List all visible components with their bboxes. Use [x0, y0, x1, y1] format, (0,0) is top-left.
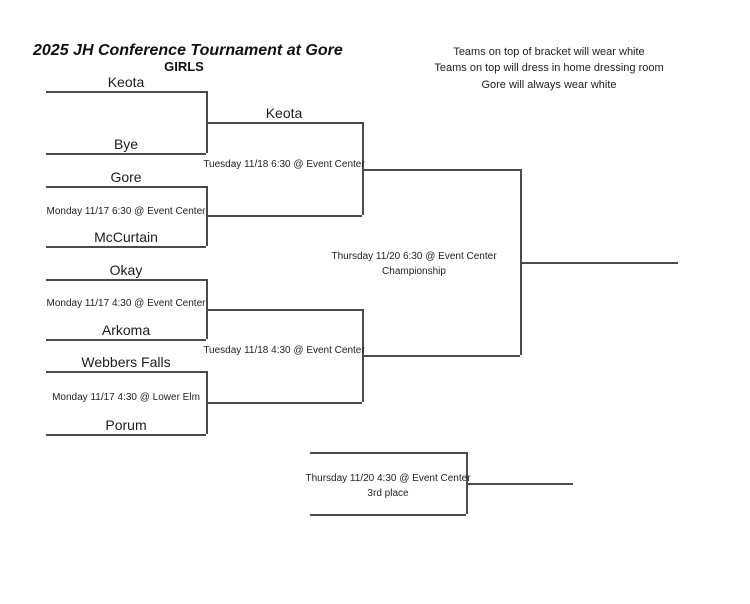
game-info-tuesday-630: Tuesday 11/18 6:30 @ Event Center: [203, 159, 365, 170]
round1-game4-bottom-line: [46, 434, 206, 436]
semifinal2-top-line: [206, 309, 362, 311]
team-label-okay: Okay: [109, 262, 143, 278]
semifinal1-top-line: [206, 122, 362, 124]
team-label-webbers-falls: Webbers Falls: [81, 354, 171, 370]
page-title: 2025 JH Conference Tournament at Gore: [33, 42, 343, 59]
third-place-top-line: [310, 452, 466, 454]
championship-label: Championship: [382, 266, 446, 277]
round1-game1-bottom-line: [46, 153, 206, 155]
team-label-keota: Keota: [107, 74, 145, 90]
round1-game1-top-line: [46, 91, 206, 93]
team-label-gore: Gore: [110, 169, 142, 185]
team-label-semifinal1-keota: Keota: [265, 105, 303, 121]
game-info-third-place-time: Thursday 11/20 4:30 @ Event Center: [305, 473, 471, 484]
semifinal2-bottom-line: [206, 402, 362, 404]
third-place-winner-line: [466, 483, 573, 485]
semifinal1-bottom-line: [206, 215, 362, 217]
game-info-monday-430: Monday 11/17 4:30 @ Event Center: [46, 298, 206, 309]
note-gore-white: Gore will always wear white: [481, 79, 617, 91]
round1-game2-bottom-line: [46, 246, 206, 248]
third-place-label: 3rd place: [367, 488, 409, 499]
round1-game4-top-line: [46, 371, 206, 373]
round1-game2-top-line: [46, 186, 206, 188]
team-label-bye: Bye: [113, 136, 139, 152]
round1-game3-bottom-line: [46, 339, 206, 341]
championship-top-line: [362, 169, 520, 171]
team-label-porum: Porum: [105, 417, 147, 433]
team-label-mccurtain: McCurtain: [94, 229, 158, 245]
semifinal1-join-line: [362, 122, 364, 215]
page-subtitle: GIRLS: [164, 59, 204, 74]
game-info-championship-time: Thursday 11/20 6:30 @ Event Center: [331, 251, 497, 262]
note-dressing-room: Teams on top will dress in home dressing…: [434, 62, 664, 74]
team-label-arkoma: Arkoma: [101, 322, 151, 338]
note-wear-white: Teams on top of bracket will wear white: [453, 46, 645, 58]
round1-game3-top-line: [46, 279, 206, 281]
game-info-tuesday-430: Tuesday 11/18 4:30 @ Event Center: [203, 345, 365, 356]
champion-winner-line: [520, 262, 678, 264]
game-info-monday-630: Monday 11/17 6:30 @ Event Center: [46, 206, 206, 217]
third-place-bottom-line: [310, 514, 466, 516]
championship-bottom-line: [362, 355, 520, 357]
game-info-monday-lower-elm: Monday 11/17 4:30 @ Lower Elm: [52, 392, 200, 403]
